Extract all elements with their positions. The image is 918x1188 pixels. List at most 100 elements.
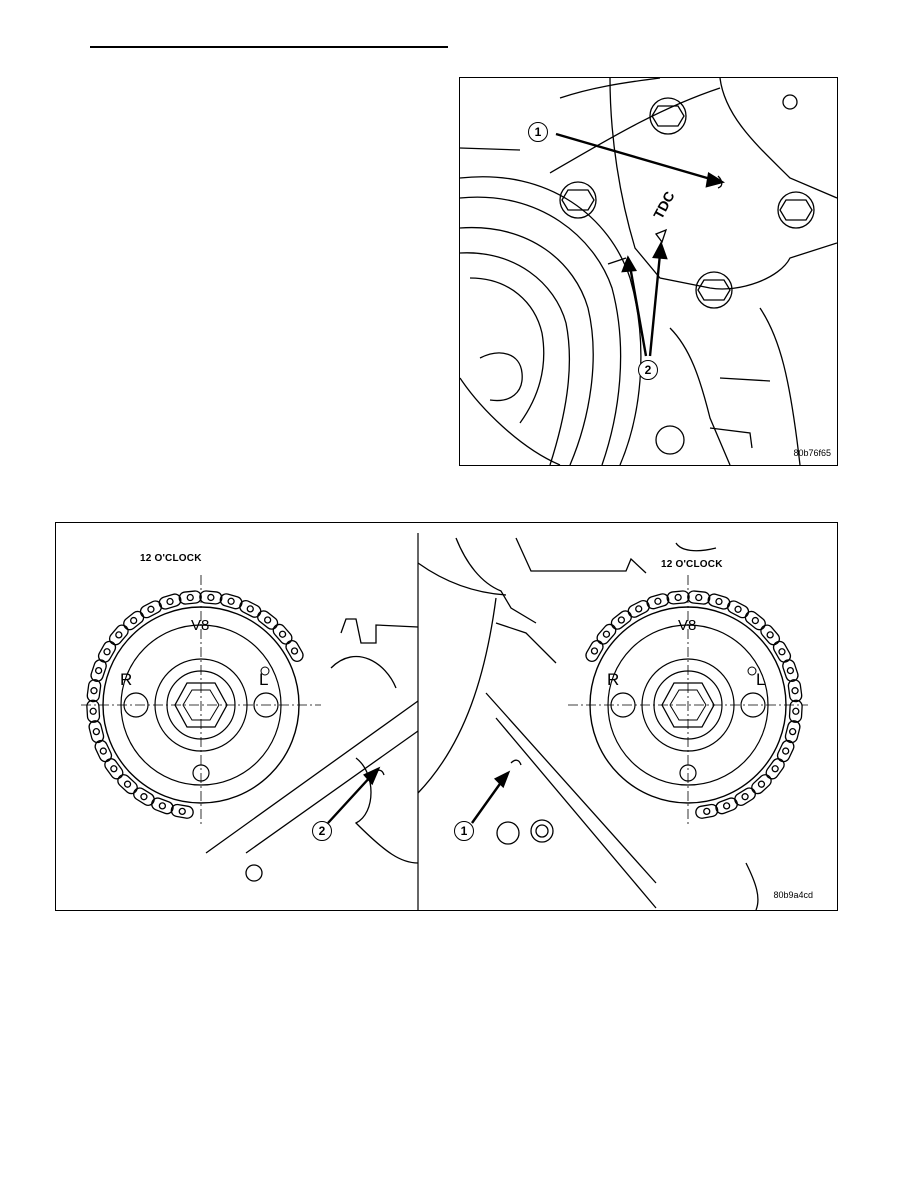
chain-link: [687, 590, 711, 605]
chain-pin: [792, 707, 800, 715]
figure-timing-cover-tdc: 1 2 TDC 80b76f65: [459, 77, 838, 466]
chain-pin: [130, 616, 138, 625]
callout-2-left: 2: [312, 821, 332, 841]
chain-link: [158, 593, 182, 610]
chain-link: [695, 803, 719, 819]
chain-pin: [791, 687, 799, 695]
chain-link: [760, 624, 781, 646]
chain-pin: [94, 666, 103, 675]
figure-timing-chain-sprockets: 12 O'CLOCK 12 O'CLOCK V8 R L V8 R L 2 1 …: [55, 522, 838, 911]
chain-pin: [751, 616, 759, 625]
chain-link: [707, 593, 731, 610]
chain-link: [744, 610, 766, 631]
chain-pin: [90, 687, 98, 695]
chain-link: [178, 590, 202, 605]
chain-pin: [246, 605, 254, 613]
chain-pin: [617, 616, 626, 624]
chain-pin: [778, 648, 786, 656]
chain-pin: [590, 647, 599, 655]
chain-pin: [263, 616, 272, 624]
chain-pin: [227, 597, 235, 605]
chain-link: [776, 739, 795, 763]
chain-pin: [92, 727, 100, 736]
chain-pin: [722, 802, 731, 810]
chain-link: [90, 659, 107, 682]
chain-link: [86, 699, 101, 723]
chain-link: [199, 590, 223, 605]
chain-pin: [654, 597, 662, 605]
chain-pin: [99, 747, 107, 755]
timing-cover-illustration: [460, 78, 837, 465]
chain-link: [782, 659, 799, 682]
chain-link: [772, 640, 792, 663]
chain-link: [726, 600, 750, 619]
twelve-oclock-label-right: 12 O'CLOCK: [661, 559, 723, 570]
figure-code: 80b9a4cd: [773, 890, 813, 900]
chain-pin: [110, 765, 118, 773]
sprocket-left-r-mark: R: [120, 670, 133, 689]
chain-link: [784, 720, 801, 744]
chain-pin: [771, 765, 779, 773]
chain-link: [646, 593, 670, 610]
chain-link: [117, 774, 138, 795]
chain-link: [97, 640, 117, 663]
sprocket-right-r-mark: R: [607, 670, 620, 689]
figure-code: 80b76f65: [793, 448, 831, 458]
header-rule: [90, 46, 448, 48]
chain-pin: [786, 666, 795, 675]
chain-link: [787, 679, 803, 703]
chain-link: [88, 720, 105, 744]
chain-pin: [278, 630, 287, 638]
chain-pin: [158, 802, 167, 810]
chain-pin: [140, 793, 148, 801]
chain-pin: [103, 648, 111, 656]
chain-link: [239, 599, 262, 618]
callout-2: 2: [638, 360, 658, 380]
chain-pin: [674, 593, 682, 602]
chain-pin: [166, 597, 174, 606]
chain-pin: [695, 593, 703, 602]
chain-link: [596, 623, 617, 645]
chain-pin: [703, 807, 711, 816]
chain-link: [627, 599, 650, 618]
chain-link: [104, 758, 124, 780]
sprocket-left-l-mark: L: [259, 670, 269, 689]
chain-link: [734, 787, 756, 806]
chain-pin: [782, 747, 790, 755]
chain-link: [86, 679, 102, 703]
chain-link: [219, 593, 243, 610]
chain-link: [610, 610, 632, 630]
chain-pin: [757, 780, 766, 788]
chain-link: [666, 590, 690, 605]
callout-1: 1: [528, 122, 548, 142]
chain-pin: [602, 630, 611, 638]
chain-link: [139, 600, 163, 619]
chain-link: [788, 699, 803, 723]
sprocket-left-top-mark: V8: [191, 617, 210, 634]
chain-pin: [178, 807, 186, 816]
sprocket-chain-illustration: [80, 533, 809, 910]
callout-1-right: 1: [454, 821, 474, 841]
chain-link: [123, 610, 145, 631]
chain-pin: [207, 593, 215, 602]
chain-link: [151, 797, 174, 815]
chain-pin: [789, 727, 797, 736]
chain-link: [170, 803, 194, 819]
chain-pin: [89, 707, 97, 715]
chain-link: [272, 623, 293, 645]
chain-pin: [741, 793, 749, 801]
chain-link: [751, 774, 772, 795]
chain-pin: [715, 597, 723, 606]
chain-link: [257, 610, 279, 630]
chain-link: [133, 787, 155, 806]
sprocket-right-l-mark: L: [756, 670, 766, 689]
chain-pin: [186, 593, 194, 602]
sprocket-right-top-mark: V8: [678, 617, 697, 634]
chain-link: [585, 640, 604, 662]
chain-pin: [123, 780, 132, 788]
chain-link: [108, 624, 129, 646]
twelve-oclock-label-left: 12 O'CLOCK: [140, 553, 202, 564]
chain-link: [94, 739, 113, 763]
chain-link: [285, 640, 304, 662]
chain-pin: [635, 605, 643, 613]
